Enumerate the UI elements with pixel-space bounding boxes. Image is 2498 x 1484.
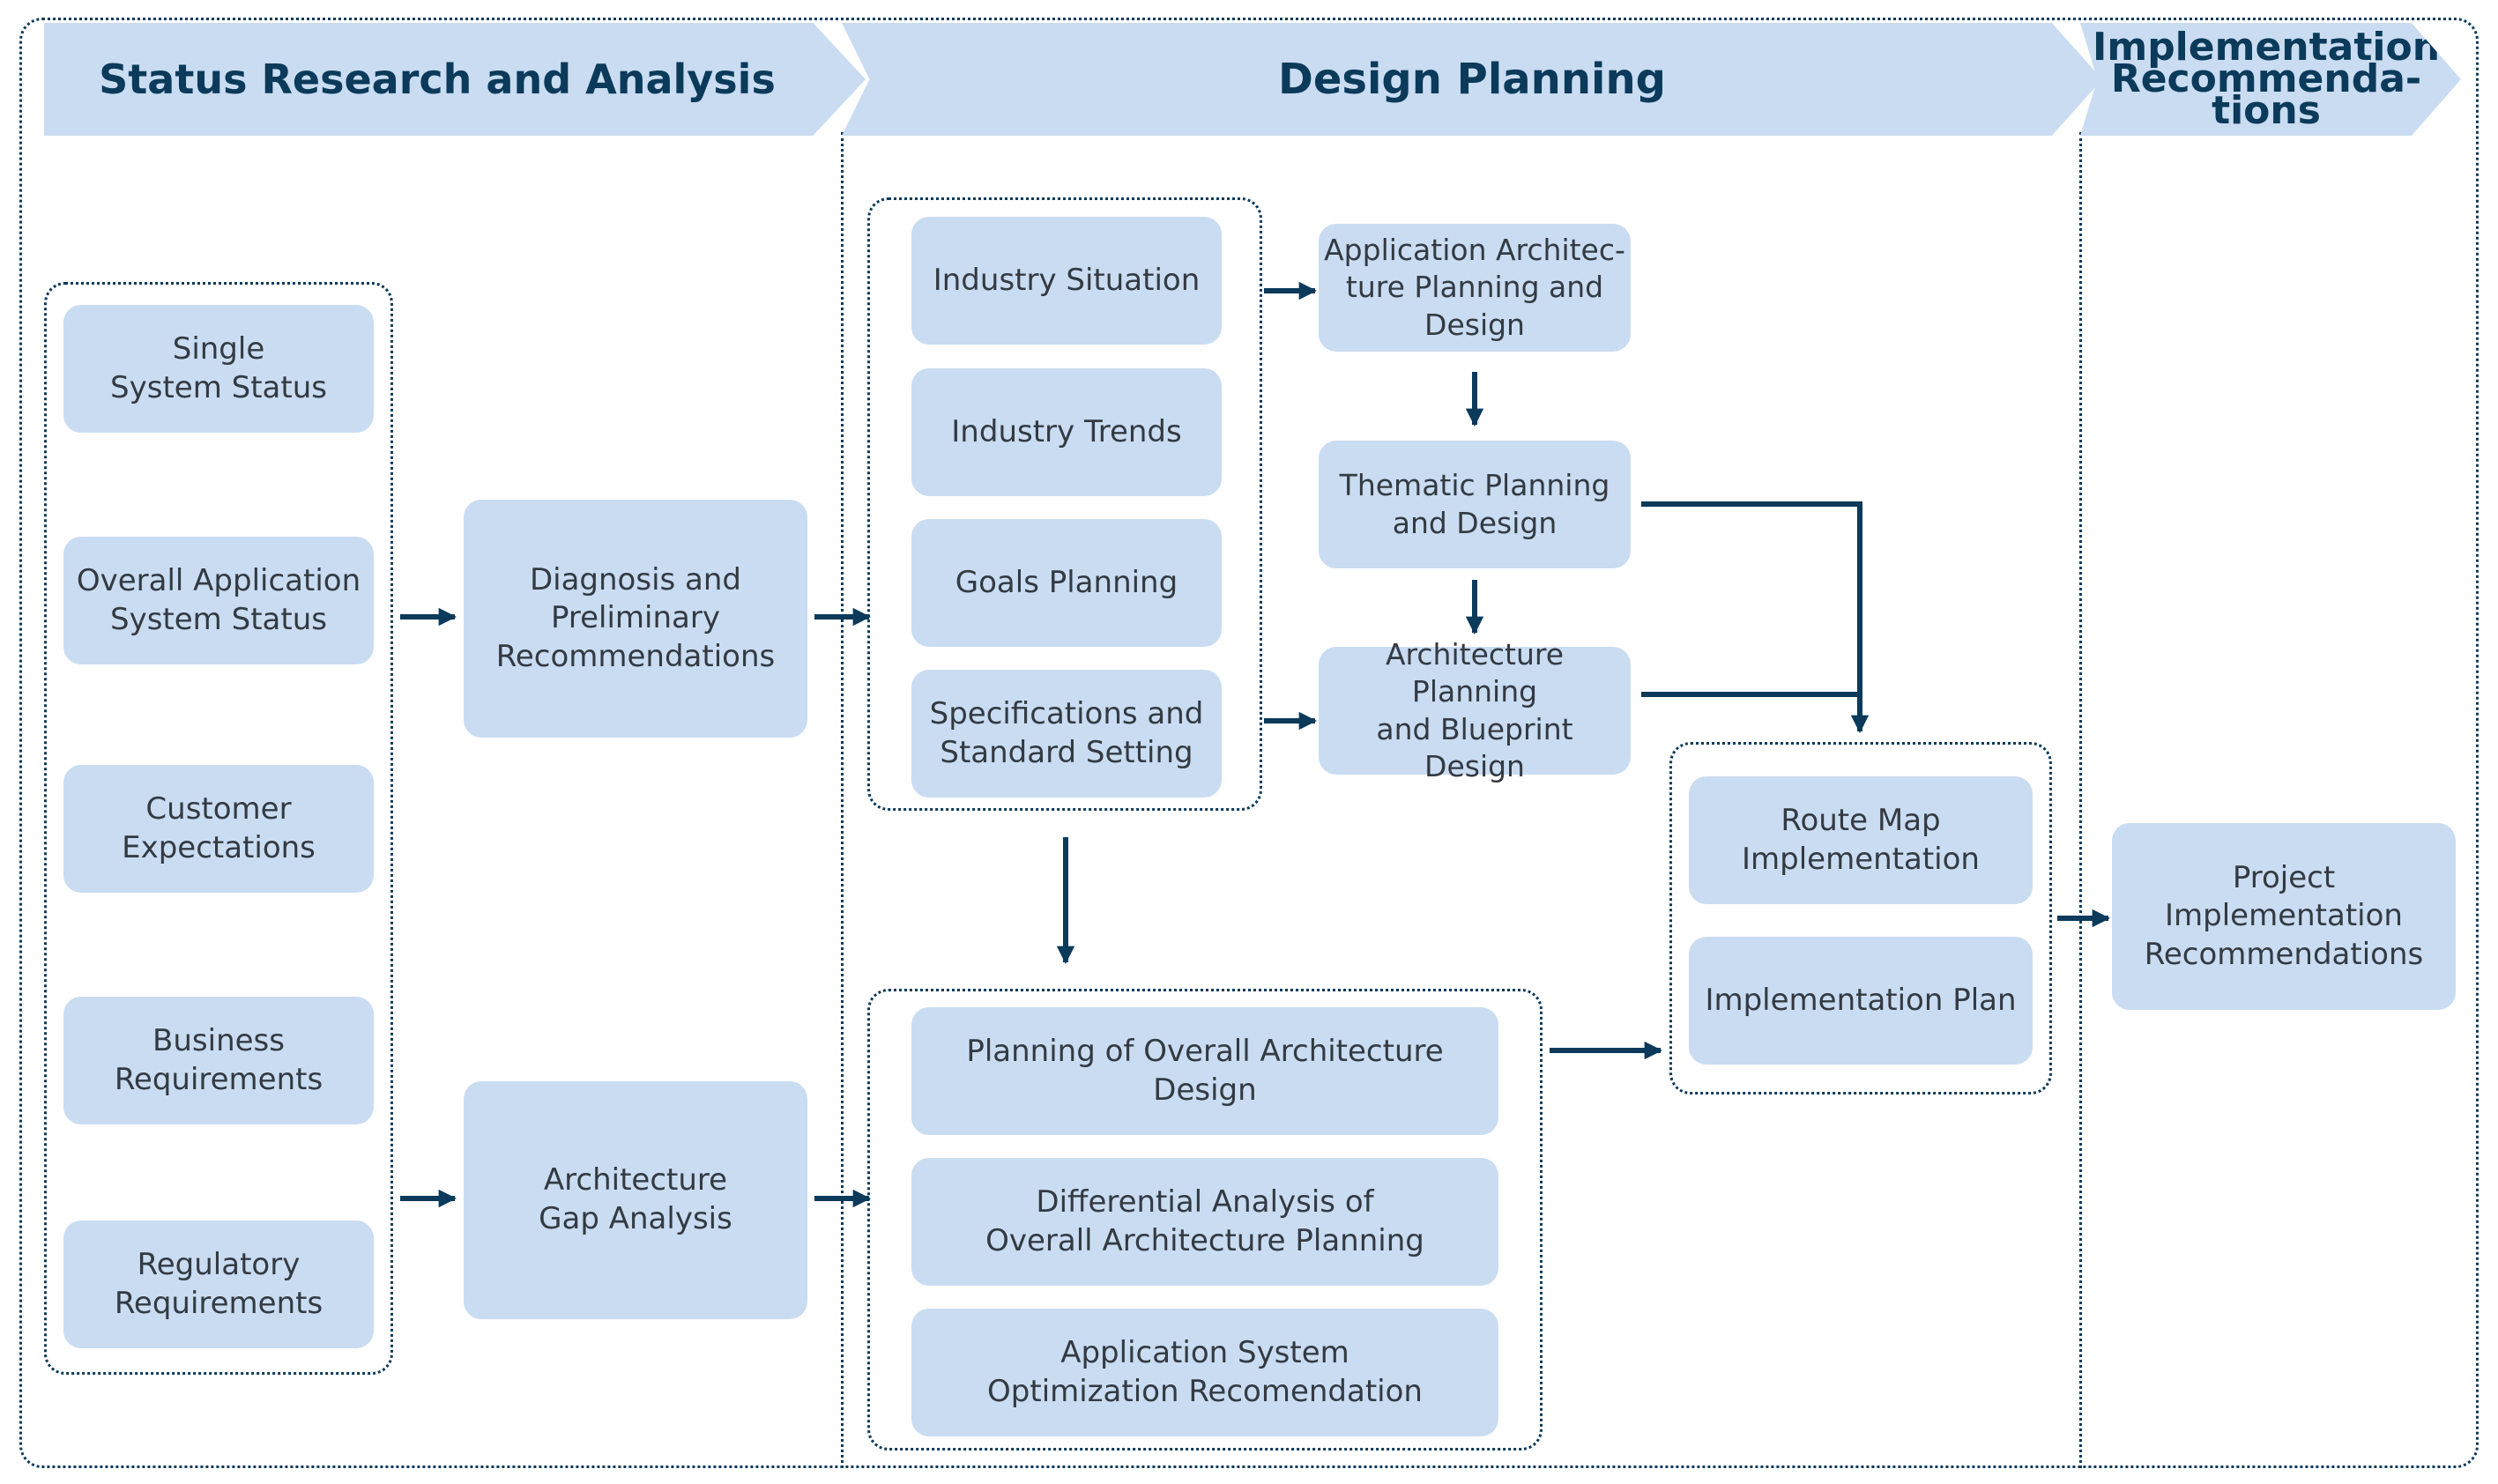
project-implementation-recommendations-box: Project Implementation Recommendations [2112,823,2456,1010]
differential-analysis-box: Differential Analysis of Overall Archite… [911,1158,1498,1286]
industry-trends-box: Industry Trends [911,368,1222,496]
outer-frame [19,18,2479,1468]
thematic-planning-design-box: Thematic Planning and Design [1319,441,1631,568]
specifications-standard-setting-box: Specifications and Standard Setting [911,670,1222,798]
architecture-gap-analysis-box: Architecture Gap Analysis [464,1081,807,1319]
implementation-plan-box: Implementation Plan [1689,937,2033,1065]
overall-architecture-design-box: Planning of Overall Architecture Design [911,1007,1498,1135]
phase-header-implementation: Implementation Recommenda- tions [2080,23,2461,136]
research-inputs-group [44,282,393,1375]
architecture-blueprint-design-box: Architecture Planning and Blueprint Desi… [1319,637,1631,783]
customer-expectations-box: Customer Expectations [63,765,374,893]
application-architecture-design-box: Application Architec- ture Planning and … [1319,224,1631,352]
implementation-group [1669,742,2052,1094]
column-divider-2 [2079,132,2082,1468]
route-map-implementation-box: Route Map Implementation [1689,776,2033,904]
goals-planning-box: Goals Planning [911,519,1222,647]
industry-situation-box: Industry Situation [911,217,1222,345]
system-optimization-box: Application System Optimization Recomend… [911,1309,1498,1436]
planning-inputs-group [867,197,1262,811]
phase-header-design-planning: Design Planning [842,23,2102,136]
business-requirements-box: Business Requirements [63,997,374,1124]
overall-application-system-status-box: Overall Application System Status [63,537,374,664]
single-system-status-box: Single System Status [63,305,374,433]
regulatory-requirements-box: Regulatory Requirements [63,1221,374,1348]
overall-design-group [867,989,1543,1451]
arrow-thematic-to-implementation [1641,501,1870,734]
phase-header-status-research: Status Research and Analysis [44,23,866,136]
column-divider-1 [841,132,844,1468]
diagnosis-recommendations-box: Diagnosis and Preliminary Recommendation… [464,500,807,738]
